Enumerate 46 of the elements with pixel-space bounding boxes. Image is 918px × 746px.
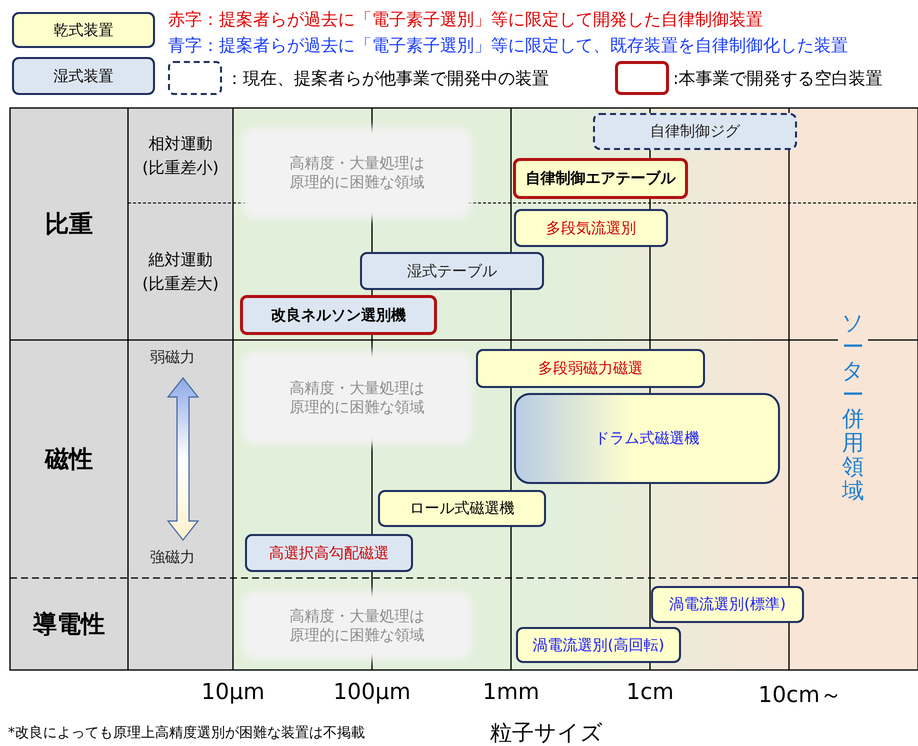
device-label: 自律制御エアテーブル [526,169,676,188]
tick-label: 1mm [482,680,540,705]
device-box [476,349,705,388]
device-box [245,534,413,572]
device-box [513,158,688,199]
tick-label: 1cm [626,680,674,705]
device-label: 多段気流選別 [546,218,636,238]
strength-label: 弱磁力 [150,348,195,367]
legend-label: 湿式装置 [54,66,114,86]
device-box [240,295,437,335]
device-label: 多段弱磁力磁選 [538,359,643,378]
device-box [514,393,780,484]
row-header: 導電性 [33,609,105,640]
device-label: ドラム式磁選機 [594,429,700,448]
device-box [514,209,668,247]
region-label: 高精度・大量処理は原理的に困難な領域 [288,606,426,644]
region-label: ソーター併用領域 [841,312,865,504]
device-box [516,627,681,663]
legend-label: 乾式装置 [54,20,114,40]
axis-title: 粒子サイズ [490,720,603,746]
tick-label: 100µm [333,680,411,705]
legend-label: :本事業で開発する空白装置 [673,68,883,90]
tick-label: 10µm [201,680,265,705]
subrow-header: 絶対運動(比重差大) [141,249,220,294]
strength-label: 強磁力 [150,548,195,567]
device-box [378,490,546,527]
legend-label: 赤字：提案者らが過去に「電子素子選別」等に限定して開発した自律制御装置 [168,9,763,31]
subrow-header: 相対運動(比重差小) [141,133,220,178]
row-header: 比重 [45,209,93,240]
device-label: 改良ネルソン選別機 [271,306,406,324]
device-box [651,586,804,623]
device-label: 高選択高勾配磁選 [269,544,389,562]
device-label: 自律制御ジグ [650,122,740,141]
region-label: 高精度・大量処理は原理的に困難な領域 [288,154,426,192]
region-label: 高精度・大量処理は原理的に困難な領域 [288,379,426,417]
device-box [360,252,544,290]
device-label: 湿式テーブル [407,262,497,280]
device-label: 渦電流選別(標準) [669,595,786,614]
row-header: 磁性 [45,444,93,475]
legend-label: ：現在、提案者らが他事業で開発中の装置 [226,68,549,90]
footnote: *改良によっても原理上高精度選別が困難な装置は不掲載 [8,724,365,742]
legend-label: 青字：提案者らが過去に「電子素子選別」等に限定して、既存装置を自律制御化した装置 [168,35,848,57]
device-label: 渦電流選別(高回転) [532,636,664,654]
device-box [593,113,797,150]
tick-label: 10cm～ [758,682,842,710]
device-label: ロール式磁選機 [410,499,514,518]
